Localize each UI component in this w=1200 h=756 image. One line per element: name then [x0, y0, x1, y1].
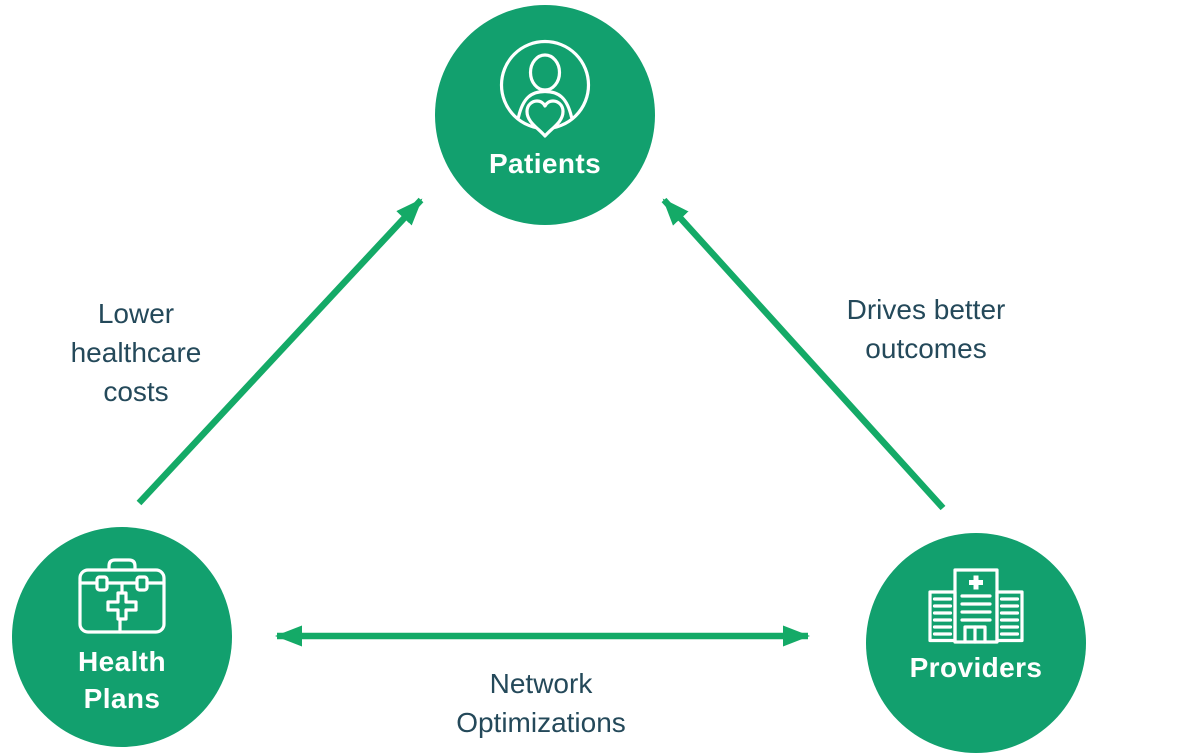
node-patients: Patients	[435, 5, 655, 225]
arrow-providers-to-patients	[661, 197, 946, 511]
person-heart-icon	[499, 39, 591, 138]
arrow-health-plans-to-patients	[136, 197, 424, 506]
node-label-health-plans: Health Plans	[78, 646, 166, 714]
edge-label-lower-healthcare-costs: Lower healthcare costs	[70, 298, 202, 407]
node-health-plans: Health Plans	[12, 527, 232, 747]
node-label-patients: Patients	[488, 148, 602, 179]
medical-kit-icon	[78, 558, 166, 634]
node-providers: Providers	[866, 533, 1086, 753]
edge-label-drives-better-outcomes: Drives better outcomes	[846, 294, 1006, 364]
edge-label-network-optimizations: Network Optimizations	[456, 668, 626, 738]
hospital-icon	[928, 568, 1024, 644]
node-label-providers: Providers	[909, 652, 1043, 683]
